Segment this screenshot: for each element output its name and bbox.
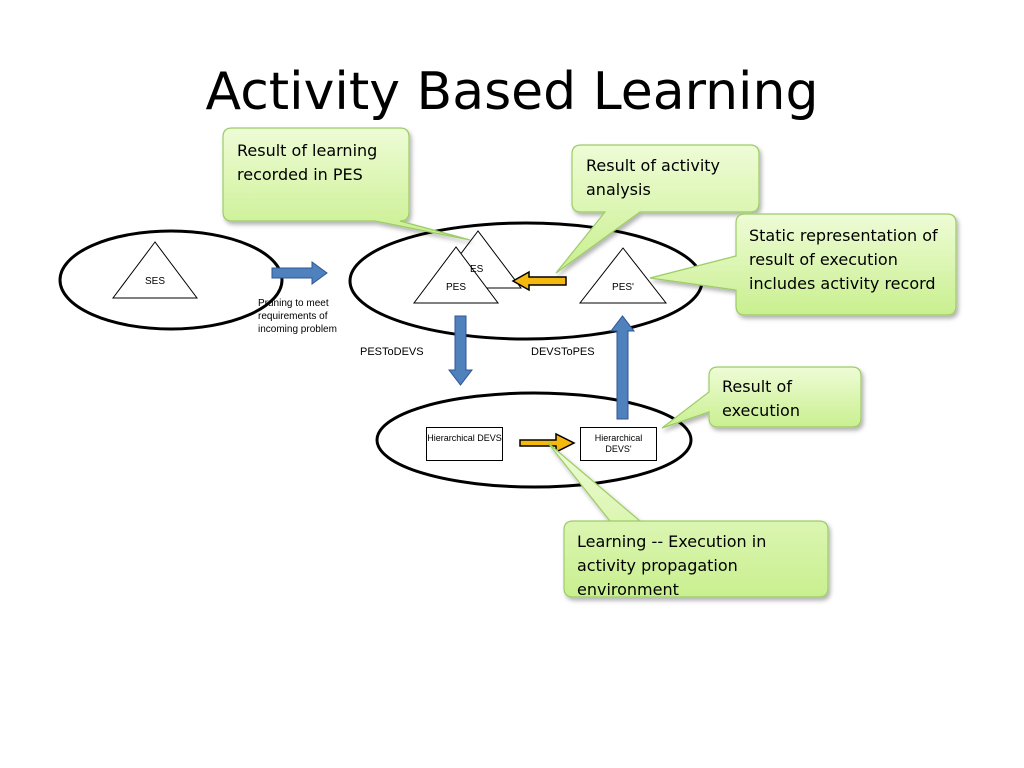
blue-arrow-down (447, 315, 474, 386)
callout-static-rep (649, 213, 957, 316)
pes-label: PES (445, 282, 466, 293)
ses-triangle (112, 241, 198, 299)
ses-label: SES (144, 276, 165, 287)
ses-ellipse (58, 229, 284, 331)
blue-arrow-right (271, 261, 328, 285)
callout-activity-analysis (555, 144, 760, 274)
pes-prime-triangle (578, 247, 668, 304)
pes-prime-label: PES' (612, 282, 634, 293)
pes-to-devs-label: PESToDEVS (360, 346, 424, 358)
callout-learning-exec-text: Learning -- Execution in activity propag… (577, 532, 767, 599)
pes-back-label: ES (470, 264, 484, 275)
slide-title: Activity Based Learning (205, 62, 819, 122)
callout-execution-result (661, 366, 862, 429)
blue-arrow-up (609, 315, 636, 420)
callout-execution-result-text: Result of execution (722, 377, 800, 420)
hierarchical-devs-prime-box: Hierarchical DEVS' (580, 427, 657, 461)
devs-to-pes-label: DEVSToPES (531, 346, 595, 358)
callout-activity-analysis-text: Result of activity analysis (586, 156, 721, 199)
yellow-arrow-left (511, 270, 567, 292)
yellow-arrow-right (519, 432, 576, 454)
pes-triangle (413, 246, 499, 304)
hierarchical-devs-box: Hierarchical DEVS (426, 427, 503, 461)
pruning-label: Pruning to meet requirements of incoming… (258, 298, 337, 335)
callout-static-rep-text: Static representation of result of execu… (749, 226, 938, 293)
devs-ellipse (375, 391, 693, 489)
callout-learning-result (222, 127, 471, 241)
callout-learning-result-text: Result of learning recorded in PES (237, 141, 378, 184)
callout-learning-exec (547, 442, 829, 598)
